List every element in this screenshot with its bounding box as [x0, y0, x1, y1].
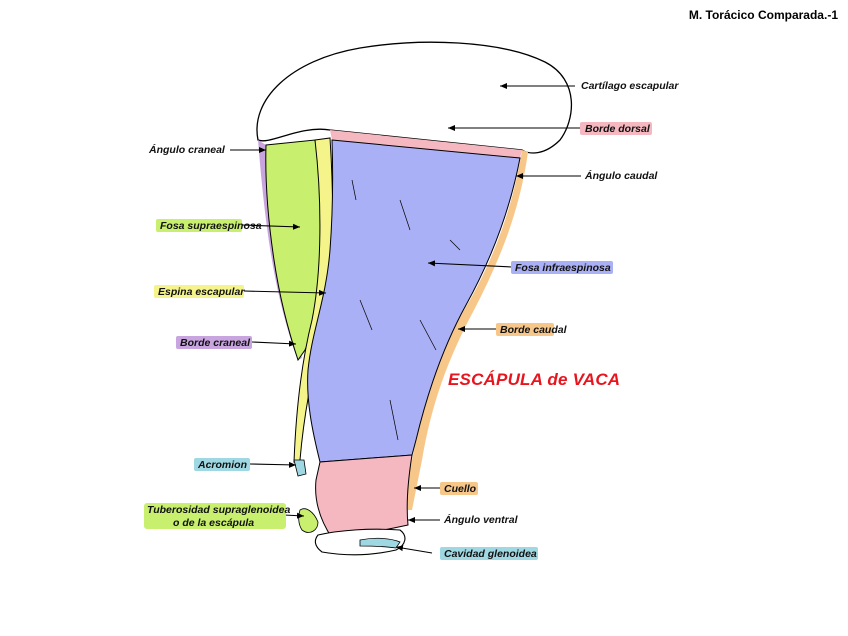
label-borde-caudal: Borde caudal	[497, 324, 570, 336]
label-angulo-caudal: Ángulo caudal	[582, 170, 660, 182]
page-corner-title: M. Torácico Comparada.-1	[689, 8, 838, 22]
label-angulo-ventral: Ángulo ventral	[441, 514, 521, 526]
label-cartilago: Cartílago escapular	[578, 80, 681, 92]
cartilage-shape	[257, 42, 571, 153]
label-borde-craneal: Borde craneal	[177, 337, 253, 349]
label-tuberosidad-line2: o de la escápula	[170, 517, 257, 529]
diagram-title: ESCÁPULA de VACA	[448, 370, 620, 390]
label-cuello: Cuello	[441, 483, 479, 495]
supraglenoid-tuberosity-region	[299, 509, 318, 533]
label-angulo-craneal: Ángulo craneal	[146, 144, 228, 156]
label-cavidad-glenoidea: Cavidad glenoidea	[441, 548, 540, 560]
label-fosa-supraespinosa: Fosa supraespinosa	[157, 220, 265, 232]
neck-region	[316, 455, 412, 538]
acromion-region	[294, 460, 306, 476]
label-espina-escapular: Espina escapular	[155, 286, 247, 298]
label-tuberosidad-line1: Tuberosidad supraglenoidea	[144, 504, 293, 516]
label-borde-dorsal: Borde dorsal	[582, 123, 653, 135]
infraspinous-fossa-region	[308, 140, 520, 462]
label-acromion: Acromion	[195, 459, 250, 471]
label-fosa-infraespinosa: Fosa infraespinosa	[512, 262, 614, 274]
